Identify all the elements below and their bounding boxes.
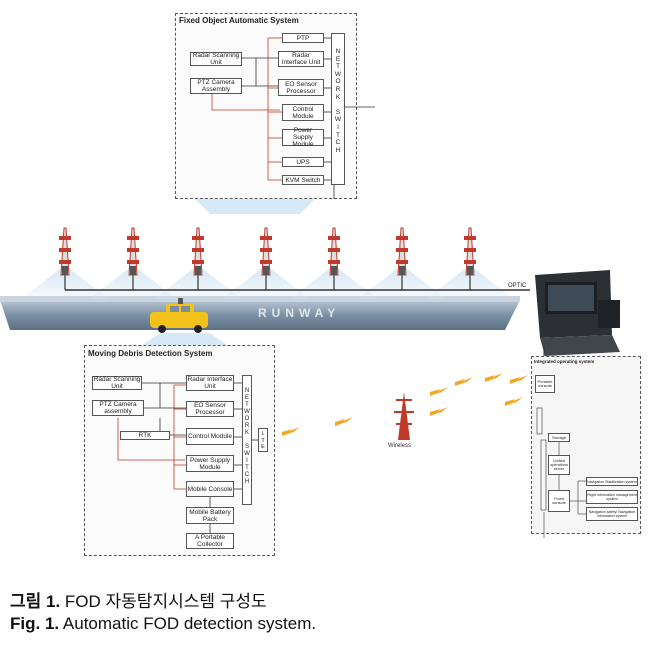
moving-eo-sensor-box: EO Sensor Processor: [186, 401, 234, 417]
fod-system-diagram: Fixed Object Automatic System: [0, 13, 641, 556]
fixed-eo-sensor-box: EO Sensor Processor: [278, 79, 324, 96]
radar-towers: [59, 227, 476, 276]
wireless-links: [282, 373, 528, 436]
detection-vehicle: [150, 298, 208, 333]
fixed-system-panel: [175, 13, 357, 199]
wireless-bolt-2: [335, 417, 353, 426]
radar-tower-4: [260, 227, 272, 276]
caption-en-label: Fig. 1.: [10, 614, 60, 633]
moving-battery-box: Mobile Battery Pack: [186, 507, 234, 524]
figure-caption-korean: 그림 1. FOD 자동탐지시스템 구성도: [10, 587, 267, 612]
caption-kr-label: 그림 1.: [10, 592, 61, 611]
ops-storage-box: Storage: [548, 433, 570, 442]
fixed-radar-interface-box: Radar Interface Unit: [278, 51, 324, 67]
wireless-bolt-3: [430, 387, 448, 396]
radar-tower-6: [396, 227, 408, 276]
moving-lte-box: L T E: [258, 428, 268, 452]
operations-console: [535, 270, 620, 356]
radar-tower-3: [192, 227, 204, 276]
ops-fixed-console-box: Fixed console: [548, 490, 570, 512]
figure-caption-english: Fig. 1. Automatic FOD detection system.: [10, 614, 316, 634]
radar-tower-5: [328, 227, 340, 276]
wireless-bolt-4: [455, 377, 473, 386]
caption-kr-text: FOD 자동탐지시스템 구성도: [60, 592, 267, 611]
radar-tower-2: [127, 227, 139, 276]
moving-portable-collector-box: A Portable Collector: [186, 533, 234, 549]
moving-power-supply-box: Power Supply Module: [186, 455, 234, 472]
ops-system-title: Integrated operating system: [534, 359, 595, 364]
ops-nav-stabilization-box: Navigation Stabilization system: [586, 477, 638, 486]
wireless-bolt-5: [485, 373, 503, 382]
vehicle-beam: [140, 333, 230, 347]
ops-portable-console-box: Portable console: [535, 375, 555, 393]
caption-en-text: Automatic FOD detection system.: [59, 614, 317, 633]
wireless-bolt-6: [505, 397, 523, 406]
radar-tower-1: [59, 227, 71, 276]
ops-unified-server-box: Unified operations server: [548, 455, 570, 475]
tower-drops: [64, 275, 471, 290]
fixed-ptz-camera-box: PTZ Camera Assembly: [190, 78, 242, 94]
ops-nav-safety-box: Navigation safety/ Navigation informatio…: [586, 507, 638, 521]
moving-system-title: Moving Debris Detection System: [88, 349, 213, 358]
scene-graphics: [0, 199, 620, 440]
fixed-system-title: Fixed Object Automatic System: [179, 16, 299, 25]
fixed-radar-scanning-box: Radar Scanning Unit: [190, 52, 242, 66]
wireless-label: Wireless: [388, 443, 412, 449]
moving-rtk-box: RTK: [120, 431, 170, 440]
fixed-panel-glow: [195, 199, 315, 214]
wireless-tower: [394, 392, 414, 440]
fixed-control-box: Control Module: [282, 104, 324, 121]
fixed-kvm-box: KVM Switch: [282, 175, 324, 185]
wireless-bolt-7: [510, 375, 528, 384]
moving-control-box: Control Module: [186, 428, 234, 445]
ops-flight-info-box: Flight information management system: [586, 490, 638, 504]
fixed-network-switch: N E T W O R K S W I T C H: [331, 33, 345, 185]
fixed-power-supply-box: Power Supply Module: [282, 127, 324, 148]
moving-radar-interface-box: Radar Interface Unit: [186, 375, 234, 391]
fixed-ups-box: UPS: [282, 157, 324, 167]
radar-tower-7: [464, 227, 476, 276]
runway-label: RUNWAY: [258, 306, 341, 320]
moving-mobile-console-box: Mobile Console: [186, 481, 234, 497]
moving-network-switch: N E T W O R K S W I T C H: [242, 375, 252, 505]
moving-radar-scanning-box: Radar Scanning Unit: [92, 376, 142, 390]
wireless-bolt-1: [282, 427, 300, 436]
wireless-bolt-8: [430, 407, 448, 416]
moving-ptz-camera-box: PTZ Camera assembly: [92, 400, 144, 416]
fixed-ptp-box: PTP: [282, 33, 324, 43]
optic-label: OPTIC: [508, 283, 527, 289]
